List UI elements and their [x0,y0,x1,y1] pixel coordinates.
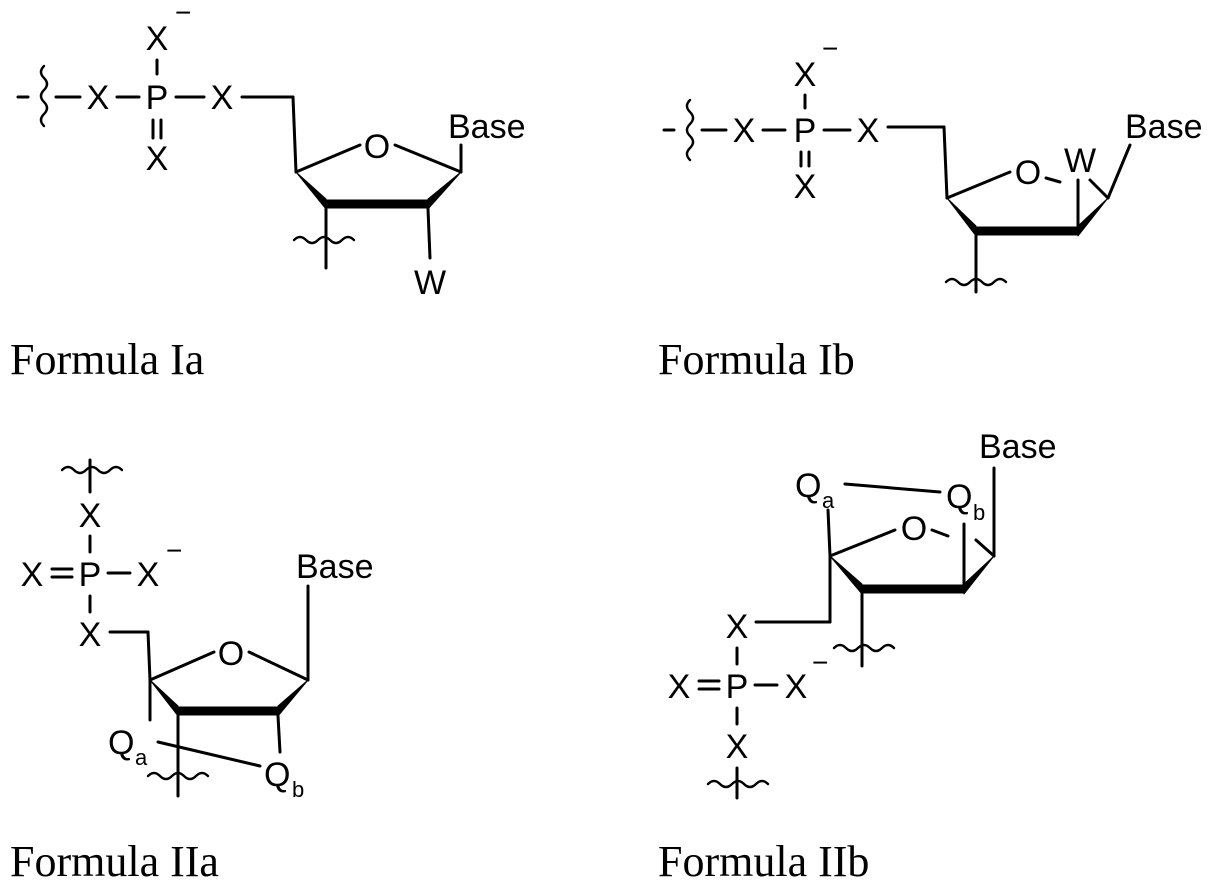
charge-minus: − [822,33,838,64]
atom-x-right: X [211,79,234,117]
ring-bond [150,652,214,680]
ring-bond [947,172,1010,198]
wavy-attachment-icon [294,237,354,243]
atom-x-bottom: X [79,616,102,654]
atom-w: W [1064,142,1096,180]
bond [158,742,260,766]
ring-wedge [278,680,308,716]
bond [845,484,940,492]
ring-bond [1046,178,1060,182]
atom-x-top: X [146,20,169,58]
atom-x-right: X [857,112,880,150]
ring-bond [976,540,994,556]
charge-minus: − [166,535,182,566]
bond [428,209,430,258]
ring-wedge [428,172,461,209]
atom-q: Q [108,724,134,762]
atom-x-left: X [668,668,691,706]
atom-q: Q [264,756,290,794]
ring-wedge [1078,198,1108,236]
bond [278,716,280,752]
subscript-b: b [973,500,985,525]
bond [148,632,150,680]
atom-q: Q [946,478,972,516]
ring-wedge [150,680,178,716]
bond [828,510,830,556]
bond [1108,145,1130,198]
atom-o-ring: O [901,510,927,548]
atom-x-left: X [21,556,44,594]
atom-x-bottom: X [726,728,749,766]
atom-p: P [794,112,817,150]
atom-o-ring: O [218,635,244,673]
wavy-attachment-icon [62,467,122,473]
atom-base: Base [296,548,374,586]
atom-x-bottom: X [146,140,169,178]
atom-x-right: X [785,668,808,706]
atom-p: P [79,556,102,594]
ring-wedge [964,556,994,594]
formula-caption: Formula Ia [10,335,204,384]
atom-base: Base [1125,108,1203,146]
atom-o-ring: O [364,128,390,166]
atom-base: Base [979,428,1057,466]
wavy-attachment-icon [834,645,894,651]
atom-p: P [146,79,169,117]
ring-bond [249,652,308,680]
ring-wedge [947,198,976,236]
atom-x-bottom: X [794,168,817,206]
ring-bond [932,530,948,536]
atom-x-top: X [726,608,749,646]
ring-wedge [830,556,862,594]
subscript-a: a [135,745,148,770]
bond [1090,180,1108,198]
ring-bond [395,145,461,172]
atom-x-right: X [137,556,160,594]
atom-o-ring: O [1015,154,1041,192]
charge-minus: − [175,0,191,28]
charge-minus: − [812,647,828,678]
formula-iia: X X P X − X O Base Q a Q b Formula IIa [10,460,374,886]
formula-caption: Formula IIb [658,837,869,886]
atom-base: Base [448,108,526,146]
formula-caption: Formula IIa [10,837,219,886]
ring-wedge [296,172,326,209]
atom-q: Q [795,467,821,505]
atom-x-left: X [87,79,110,117]
atom-p: P [726,668,749,706]
bond [944,127,947,198]
subscript-b: b [292,777,304,802]
bond [293,97,296,172]
atom-w: W [414,264,446,302]
atom-x-left: X [733,112,756,150]
atom-x-top: X [79,497,102,535]
formula-ib: X P X − X X O W Base Formula Ib [658,33,1203,384]
ring-bond [830,530,895,556]
ring-bond [296,145,360,172]
formula-ia: X P X − X X O Base W Formula Ia [10,0,526,384]
formula-iib: Base Q a Q b O X X P X − X Formula IIb [658,428,1057,886]
formula-caption: Formula Ib [658,335,855,384]
wavy-attachment-icon [687,100,693,160]
atom-x-top: X [794,56,817,94]
wavy-attachment-icon [41,66,47,126]
